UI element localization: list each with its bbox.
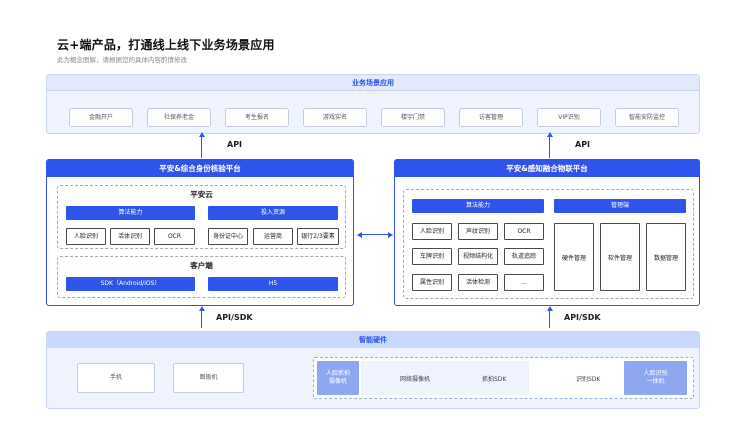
scene-item: 智能安防监控 [615,108,679,127]
face-capture-camera-line2: 摄像机 [328,378,347,385]
face-capture-camera-line1: 人脸抓拍 [325,370,350,377]
apisdk-label-left: API/SDK [216,313,253,322]
api-arrow-right [546,132,553,158]
iot-platform: 平安&感知融合物联平台 算法能力 管理端 人脸识别 声纹识别 OCR 车牌识别 … [394,159,700,306]
apisdk-arrow-right [546,306,553,328]
scene-item: 金融开户 [69,108,133,127]
cloud-title: 平安云 [190,190,213,199]
face-capture-camera: 人脸抓拍 摄像机 [317,361,359,395]
bidirectional-arrow [357,231,393,238]
face-recognition-aio-line2: 一体机 [646,378,665,385]
hardware-tablet: 图板机 [173,363,244,393]
scene-item: 考生报名 [225,108,289,127]
net-camera-label: 网络摄像机 [400,376,431,383]
hardware-panel: 智能硬件 手机 图板机 人脸抓拍 摄像机 网络摄像机 抓拍SDK 识别SDK 人… [46,331,700,409]
iot-platform-title: 平安&感知融合物联平台 [395,160,699,177]
apisdk-label-right: API/SDK [564,313,601,322]
iot-algo-item: 车牌识别 [412,248,452,265]
capture-sdk-label: 抓拍SDK [482,376,507,383]
scene-item: 楼宇门禁 [381,108,445,127]
scene-item: 社保养老金 [147,108,211,127]
cloud-resource-item: 运营商 [253,228,293,245]
page-subtitle: 此为概念图解，请根据您的具体内容酌情修改 [57,56,187,64]
api-arrow-left [198,132,205,158]
scene-item: 访客管理 [459,108,523,127]
cloud-section: 平安云 算法能力 投入资源 人脸识别 活体识别 OCR 身份证中心 运营商 银行… [57,185,346,249]
iot-algo-bar: 算法能力 [412,199,544,213]
scenes-panel: 业务场景应用 金融开户 社保养老金 考生报名 游戏实名 楼宇门禁 访客管理 VI… [46,74,700,134]
cloud-algo-bar: 算法能力 [66,206,195,220]
face-recognition-aio: 人脸识别 一体机 [624,361,687,395]
cloud-algo-item: 人脸识别 [66,228,106,245]
iot-algo-item: 视频结构化 [458,248,498,265]
client-sdk-bar: SDK（Android/iOS） [66,277,195,291]
iot-algo-item: OCR [504,223,544,240]
iot-mgmt-item: 数据管理 [646,223,686,291]
net-camera-area [361,361,529,395]
iot-mgmt-item: 软件管理 [600,223,640,291]
scenes-title: 业务场景应用 [47,75,699,91]
iot-algo-item: ... [504,274,544,291]
page-title: 云+端产品，打通线上线下业务场景应用 [57,38,275,52]
recog-sdk-label: 识别SDK [576,376,601,383]
identity-platform-title: 平安&综合身份核验平台 [47,160,353,177]
iot-algo-item: 人脸识别 [412,223,452,240]
apisdk-arrow-left [198,306,205,328]
api-label-right: API [575,140,591,149]
client-section: 客户端 SDK（Android/iOS） H5 [57,256,346,298]
api-label-left: API [227,140,243,149]
iot-algo-item: 声纹识别 [458,223,498,240]
iot-algo-item: 轨道追踪 [504,248,544,265]
client-h5-bar: H5 [208,277,338,291]
identity-platform: 平安&综合身份核验平台 平安云 算法能力 投入资源 人脸识别 活体识别 OCR … [46,159,354,306]
cloud-algo-item: OCR [154,228,195,245]
client-title: 客户端 [190,261,213,270]
cloud-algo-item: 活体识别 [110,228,150,245]
scene-item: VIP识别 [537,108,601,127]
iot-algo-item: 活体检测 [458,274,498,291]
face-recognition-aio-line1: 人脸识别 [643,370,668,377]
iot-algo-item: 属性识别 [412,274,452,291]
hardware-title: 智能硬件 [47,332,699,348]
iot-inner-section: 算法能力 管理端 人脸识别 声纹识别 OCR 车牌识别 视频结构化 轨道追踪 属… [403,189,694,299]
hardware-phone: 手机 [77,363,155,393]
cloud-resource-item: 身份证中心 [208,228,248,245]
cloud-resource-bar: 投入资源 [208,206,338,220]
iot-mgmt-item: 硬件管理 [554,223,594,291]
iot-mgmt-bar: 管理端 [554,199,686,213]
scene-item: 游戏实名 [303,108,367,127]
cloud-resource-item: 银行2/3要素 [297,228,339,245]
camera-group: 人脸抓拍 摄像机 网络摄像机 抓拍SDK 识别SDK 人脸识别 一体机 [313,357,694,399]
